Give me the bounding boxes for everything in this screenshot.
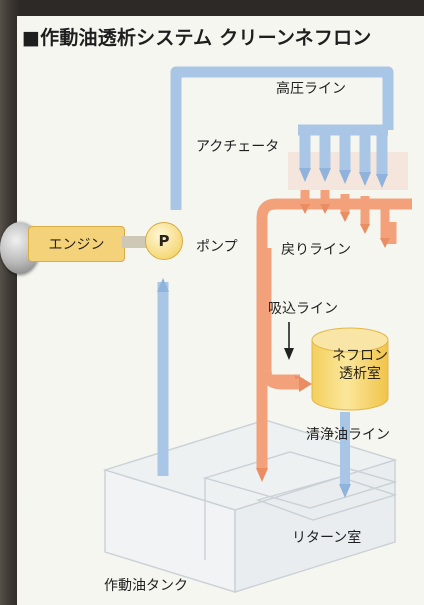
high-pressure-pipe — [157, 66, 394, 476]
clean-oil-line-label: 清浄油ライン — [306, 427, 390, 443]
suction-arrow — [284, 322, 294, 360]
high-pressure-line-label: 高圧ライン — [276, 81, 346, 97]
engine-label: エンジン — [48, 237, 105, 253]
neflon-label-line1: ネフロン — [332, 348, 388, 364]
suction-line-label: 吸込ライン — [268, 301, 338, 317]
drive-shaft — [122, 236, 152, 248]
clean-oil-arrow — [339, 484, 351, 498]
neflon-label: ネフロン 透析室 — [320, 347, 400, 383]
oil-tank-label: 作動油タンク — [104, 578, 188, 594]
return-line-pipe — [256, 198, 412, 470]
return-branch-arrows — [300, 204, 390, 248]
pump-symbol: P — [145, 222, 183, 260]
high-pressure-arrows — [157, 168, 388, 292]
oil-tank — [102, 419, 398, 593]
return-chamber-label: リターン室 — [292, 530, 362, 546]
diagram-title: ■作動油透析システム クリーンネフロン — [22, 27, 372, 49]
pump-symbol-label: P — [158, 232, 170, 250]
neflon-dialysis-chamber — [311, 327, 389, 411]
neflon-label-line2: 透析室 — [339, 366, 381, 382]
pump-label: ポンプ — [196, 239, 238, 255]
return-line-arrow-heads — [256, 376, 312, 482]
return-line-label: 戻りライン — [281, 242, 351, 258]
return-branches — [300, 190, 390, 240]
actuator-label: アクチェータ — [196, 139, 280, 155]
engine-block: エンジン — [28, 226, 125, 262]
